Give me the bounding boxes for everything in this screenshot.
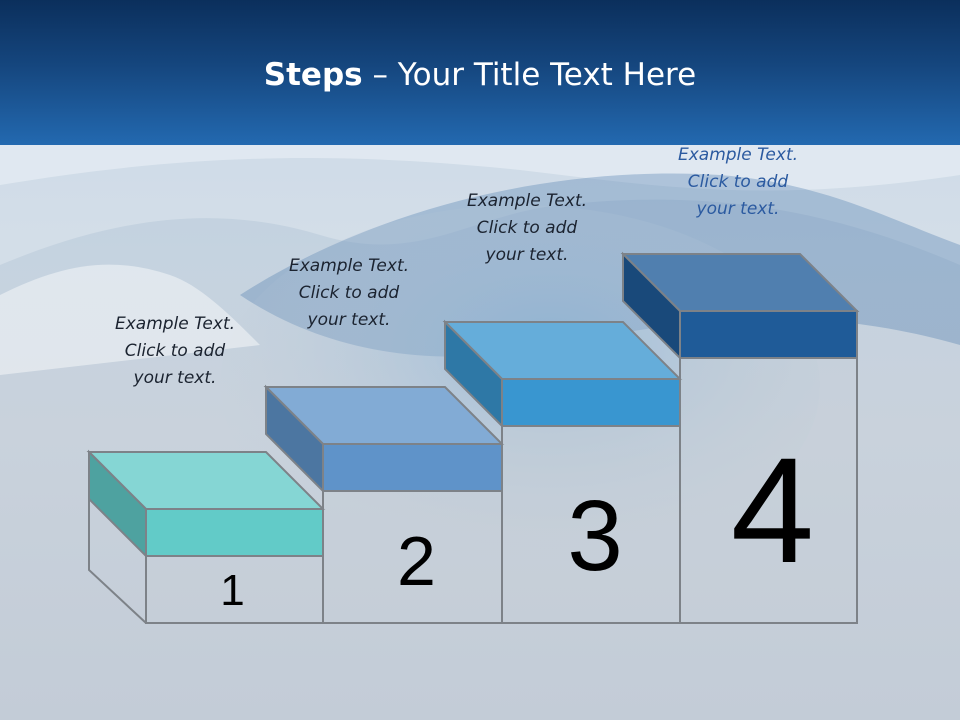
step-3-lid-front (501, 378, 681, 427)
step-4-column (679, 357, 858, 624)
step-4-lid-front (679, 310, 858, 359)
step-1-caption[interactable]: Example Text. Click to add your text. (114, 314, 236, 388)
step-4-caption[interactable]: Example Text. Click to add your text. (677, 145, 799, 219)
step-3-caption[interactable]: Example Text. Click to add your text. (466, 191, 588, 265)
step-4-number: 4 (731, 426, 814, 594)
step-3-number: 3 (567, 480, 623, 592)
step-2-lid-front (322, 443, 503, 492)
step-3-column (501, 425, 681, 624)
step-1-lid-front (145, 508, 324, 557)
title-rest: – Your Title Text Here (362, 57, 697, 93)
title-bold: Steps (263, 57, 363, 93)
step-2-number: 2 (397, 522, 436, 600)
slide-title[interactable]: Steps – Your Title Text Here (0, 52, 960, 98)
title-bar: Steps – Your Title Text Here (0, 0, 960, 145)
step-2-caption[interactable]: Example Text. Click to add your text. (288, 256, 410, 330)
step-1-number: 1 (220, 566, 244, 615)
